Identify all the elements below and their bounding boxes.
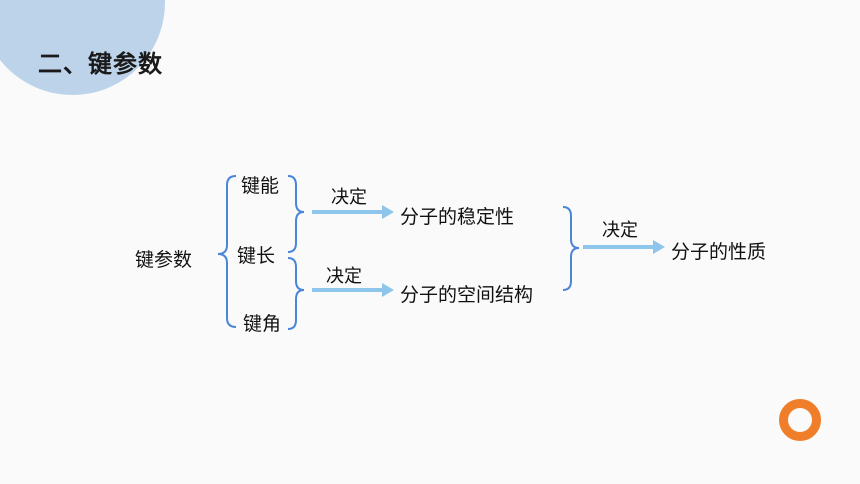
left-brace xyxy=(217,175,237,328)
right-brace-results xyxy=(562,206,580,291)
param-bond-length: 键长 xyxy=(237,245,276,267)
arrow-properties xyxy=(583,240,665,254)
arrow-label-1: 决定 xyxy=(331,187,367,208)
root-node: 键参数 xyxy=(135,249,193,271)
final-properties: 分子的性质 xyxy=(671,241,767,263)
arrow-structure xyxy=(312,283,394,297)
orange-ring-decoration xyxy=(779,399,821,441)
arrow-stability xyxy=(312,205,394,219)
param-bond-energy: 键能 xyxy=(241,175,280,197)
result-structure: 分子的空间结构 xyxy=(400,284,534,306)
arrow-label-3: 决定 xyxy=(602,220,638,241)
page-title: 二、键参数 xyxy=(38,50,163,78)
right-brace-lower xyxy=(287,257,305,330)
right-brace-upper xyxy=(287,175,305,253)
param-bond-angle: 键角 xyxy=(243,313,282,335)
arrow-label-2: 决定 xyxy=(326,266,362,287)
result-stability: 分子的稳定性 xyxy=(400,206,515,228)
